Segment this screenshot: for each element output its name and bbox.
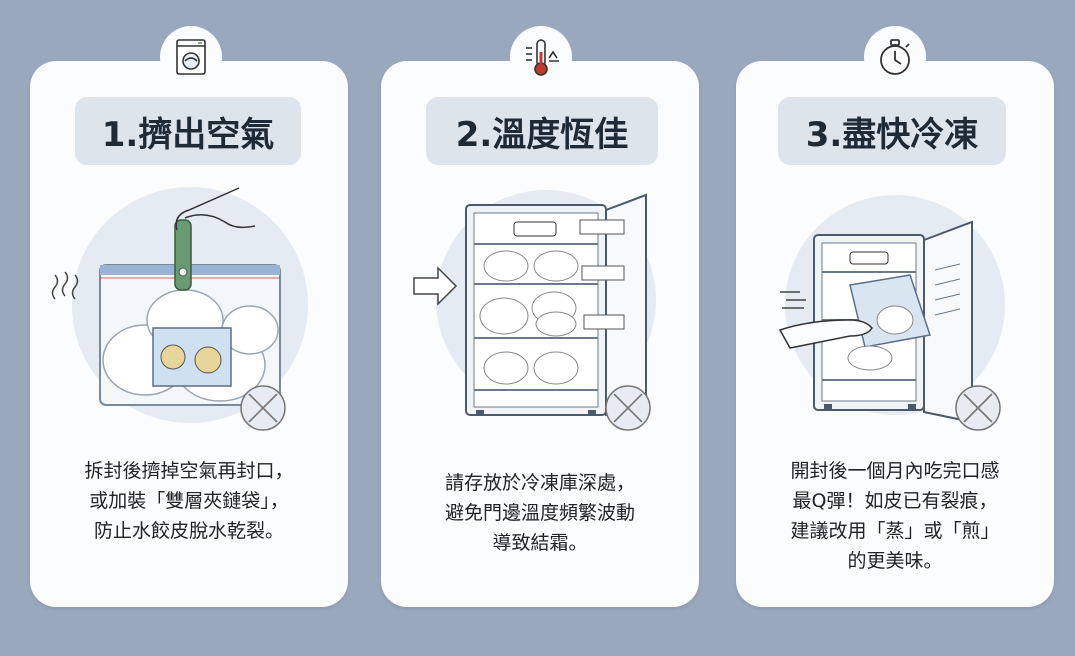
step-description: 請存放於冷凍庫深處， 避免門邊溫度頻繁波動 導致結霜。: [390, 456, 690, 558]
step-title: 2.溫度恆佳: [426, 97, 658, 165]
step-description: 拆封後擠掉空氣再封口， 或加裝「雙層夾鏈袋」， 防止水餃皮脫水乾裂。: [39, 456, 339, 546]
desc-line: 導致結霜。: [492, 532, 588, 554]
desc-line: 拆封後擠掉空氣再封口，: [84, 460, 294, 482]
desc-line: 建議改用「蒸」或「煎」: [790, 520, 1000, 542]
squeeze-bag-illustration: [51, 187, 308, 431]
desc-line: 防止水餃皮脫水乾裂。: [93, 520, 284, 542]
step-description: 開封後一個月內吃完口感 最Q彈！如皮已有裂痕， 建議改用「蒸」或「煎」 的更美味…: [745, 456, 1045, 576]
thermometer-icon: [510, 26, 572, 88]
desc-line: 避免門邊溫度頻繁波動: [444, 502, 635, 524]
step-title: 1.擠出空氣: [75, 97, 301, 165]
putting-bag-in-freezer-illustration: [778, 195, 1005, 431]
desc-line: 請存放於冷凍庫深處，: [444, 472, 635, 494]
desc-line: 的更美味。: [847, 550, 943, 572]
desc-line: 開封後一個月內吃完口感: [790, 460, 1000, 482]
step-title: 3.盡快冷凍: [778, 97, 1006, 165]
desc-line: 最Q彈！如皮已有裂痕，: [792, 490, 998, 512]
freezer-bag-icon: [160, 26, 222, 88]
desc-line: 或加裝「雙層夾鏈袋」，: [89, 490, 289, 512]
freezer-interior-illustration: [413, 190, 656, 431]
stopwatch-icon: [864, 26, 926, 88]
